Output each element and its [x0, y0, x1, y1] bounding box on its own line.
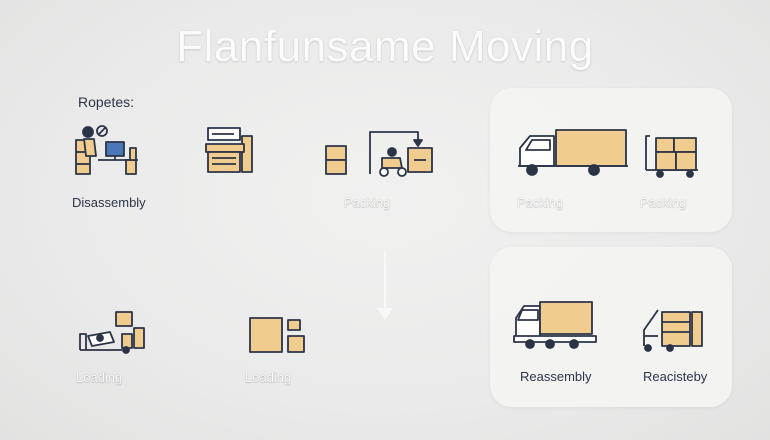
step-label-packing-3: Packing [640, 195, 687, 210]
down-arrow-icon [377, 252, 393, 320]
step-label-reacisteby: Reacisteby [643, 369, 708, 384]
boxes-icon [249, 317, 305, 353]
step-label-packing-1: Packing [344, 195, 391, 210]
forklift-boxes-icon [325, 131, 433, 177]
truck-icon [518, 129, 628, 176]
step-label-reassembly: Reassembly [520, 369, 592, 384]
desk-monitor-icon [205, 127, 253, 173]
step-label-packing-2: Packing [517, 195, 564, 210]
worker-desk-icon [75, 125, 138, 175]
step-label-loading-1: Loading [76, 370, 123, 385]
dolly-boxes-icon [79, 311, 145, 354]
hand-truck-icon-bottom [643, 309, 703, 352]
step-label-disassembly: Disassembly [72, 195, 146, 210]
truck-icon-bottom [513, 301, 597, 349]
page-title: Flanfunsame Moving [176, 22, 594, 71]
step-label-loading-2: Loading [245, 370, 292, 385]
subtitle: Ropetes: [78, 94, 135, 110]
hand-truck-icon [645, 135, 698, 178]
